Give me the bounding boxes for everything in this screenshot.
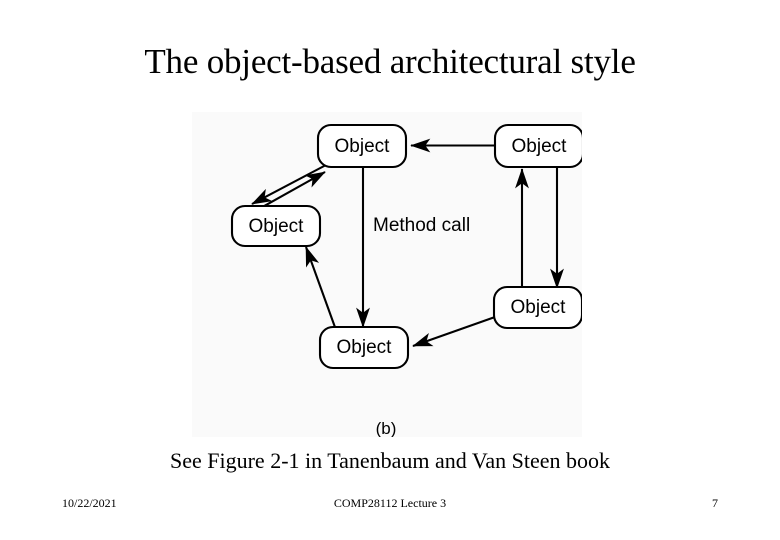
object-node-label: Object — [512, 136, 568, 157]
footer-page-number: 7 — [712, 496, 718, 510]
slide-footer: 10/22/2021 COMP28112 Lecture 3 7 — [0, 496, 780, 516]
object-node-bottom-mid[interactable]: Object — [318, 325, 410, 370]
object-node-label: Object — [337, 337, 393, 358]
edge-bottom-mid-to-mid-left — [305, 246, 337, 331]
edge-top-left-to-mid-left — [251, 164, 327, 205]
object-node-label: Object — [335, 136, 391, 157]
footer-date: 10/22/2021 — [62, 496, 117, 510]
architecture-diagram: Object Object Object Object Object Metho… — [192, 112, 582, 437]
object-node-label: Object — [511, 297, 567, 318]
edge-bottom-right-to-bottom-mid — [412, 316, 496, 347]
figure-source-note: See Figure 2-1 in Tanenbaum and Van Stee… — [169, 448, 610, 473]
object-node-top-left[interactable]: Object — [316, 123, 408, 169]
diagram-canvas: Object Object Object Object Object Metho… — [230, 123, 582, 437]
page-title: The object-based architectural style — [144, 42, 636, 81]
object-node-top-right[interactable]: Object — [493, 123, 582, 169]
footer-course-name: COMP28112 Lecture 3 — [333, 496, 447, 510]
object-node-bottom-right[interactable]: Object — [492, 285, 582, 330]
object-node-label: Object — [249, 216, 305, 237]
method-call-label: Method call — [373, 215, 470, 236]
figure-caption: (b) — [376, 419, 397, 437]
object-node-mid-left[interactable]: Object — [230, 204, 322, 248]
